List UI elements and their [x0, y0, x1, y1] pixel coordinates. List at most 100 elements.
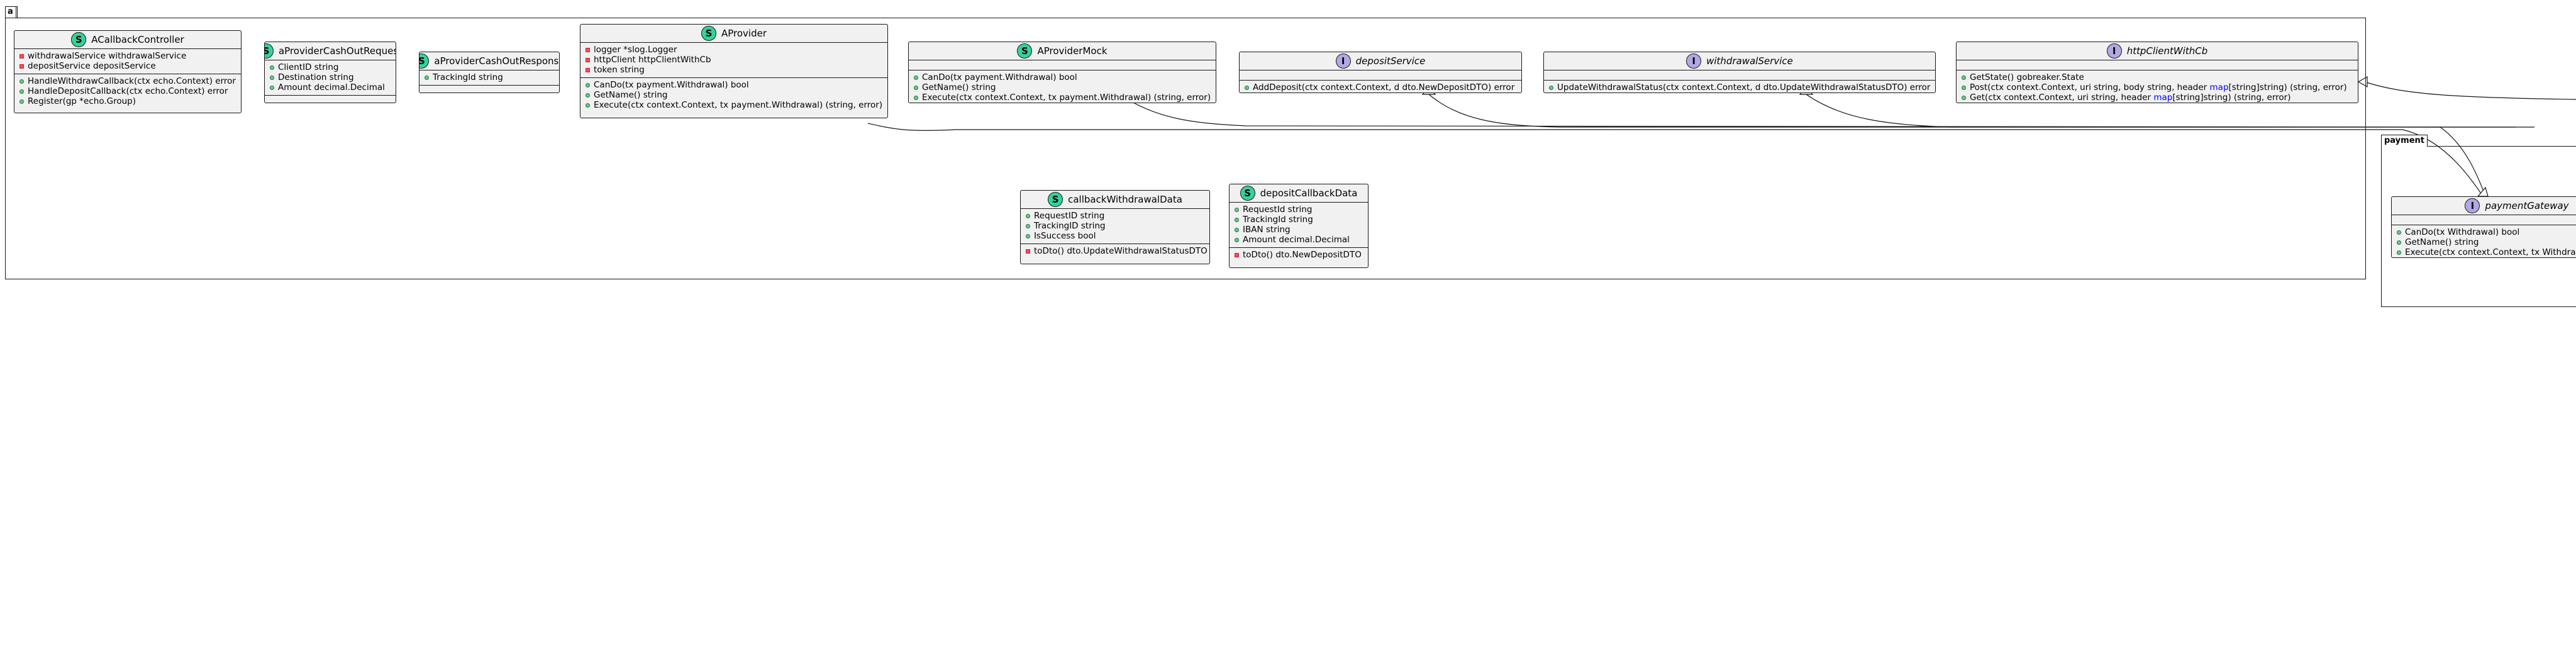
public-visibility-icon: [1962, 75, 1966, 80]
fields-section: [1544, 70, 1935, 80]
field-row: RequestId string: [1235, 205, 1363, 215]
method-row: toDto() dto.UpdateWithdrawalStatusDTO: [1026, 246, 1208, 256]
fields-section: [909, 60, 1216, 70]
struct-badge-icon: S: [419, 53, 430, 69]
field-text: RequestId string: [1243, 205, 1313, 215]
method-text: Execute(ctx context.Context, tx payment.…: [922, 92, 1211, 103]
field-text: Destination string: [278, 72, 354, 82]
signature-part: [string]string) (string, error): [2228, 82, 2347, 92]
method-row: AddDeposit(ctx context.Context, d dto.Ne…: [1245, 82, 1516, 92]
method-text: GetName() string: [594, 90, 668, 100]
public-visibility-icon: [425, 75, 429, 80]
field-text: ClientID string: [278, 62, 339, 72]
signature-part: Post(ctx context.Context, uri string, bo…: [1970, 82, 2210, 92]
method-text: Post(ctx context.Context, uri string, bo…: [1970, 82, 2347, 92]
class-header: SaProviderCashOutRequest: [265, 42, 396, 60]
public-visibility-icon: [19, 99, 24, 104]
public-visibility-icon: [1962, 85, 1966, 90]
private-visibility-icon: [586, 67, 590, 72]
private-visibility-icon: [586, 47, 590, 52]
public-visibility-icon: [1235, 237, 1239, 242]
field-text: Amount decimal.Decimal: [1243, 235, 1350, 245]
method-text: Execute(ctx context.Context, tx payment.…: [594, 100, 883, 110]
field-text: RequestID string: [1034, 211, 1105, 221]
interface-badge-icon: I: [2465, 198, 2480, 213]
public-visibility-icon: [19, 79, 24, 84]
field-text: httpClient httpClientWithCb: [594, 55, 711, 65]
public-visibility-icon: [1026, 233, 1030, 238]
struct-badge-icon: S: [1240, 186, 1255, 201]
edge-httpclient-impl: [2364, 81, 2576, 100]
fields-section: TrackingId string: [419, 70, 559, 85]
field-text: token string: [594, 65, 645, 75]
field-row: logger *slog.Logger: [586, 45, 882, 55]
methods-section: [419, 85, 559, 92]
method-row: GetName() string: [586, 90, 882, 100]
field-row: RequestID string: [1026, 211, 1204, 221]
public-visibility-icon: [270, 65, 274, 70]
method-text: Register(gp *echo.Group): [28, 96, 136, 106]
method-row: GetState() gobreaker.State: [1962, 72, 2353, 82]
method-row: CanDo(tx payment.Withdrawal) bool: [914, 72, 1211, 82]
methods-section: toDto() dto.UpdateWithdrawalStatusDTO: [1021, 244, 1209, 259]
field-row: Amount decimal.Decimal: [270, 82, 391, 92]
private-visibility-icon: [586, 57, 590, 62]
signature-part: Get(ctx context.Context, uri string, hea…: [1970, 92, 2154, 103]
private-visibility-icon: [1026, 249, 1030, 254]
edge-aprovidermock-paymentgateway: [1119, 94, 2486, 197]
field-text: Amount decimal.Decimal: [278, 82, 385, 92]
field-text: TrackingId string: [1243, 215, 1313, 225]
public-visibility-icon: [914, 85, 918, 90]
package-a-label: a: [5, 6, 16, 18]
field-row: withdrawalService withdrawalService: [19, 51, 236, 61]
class-name: aProviderCashOutResponse: [434, 55, 560, 67]
method-row: toDto() dto.NewDepositDTO: [1235, 250, 1363, 260]
field-text: IsSuccess bool: [1034, 231, 1096, 241]
field-text: TrackingID string: [1034, 221, 1106, 231]
class-name: AProviderMock: [1037, 45, 1108, 57]
struct-badge-icon: S: [265, 43, 274, 59]
method-text: Get(ctx context.Context, uri string, hea…: [1970, 92, 2290, 103]
method-text: CanDo(tx payment.Withdrawal) bool: [922, 72, 1077, 82]
class-aprovidercashoutrequest[interactable]: SaProviderCashOutRequestClientID stringD…: [264, 42, 396, 103]
field-text: withdrawalService withdrawalService: [28, 51, 187, 61]
public-visibility-icon: [1235, 207, 1239, 212]
package-a-tab-outline: [5, 6, 18, 18]
method-row: UpdateWithdrawalStatus(ctx context.Conte…: [1549, 82, 1931, 92]
field-text: logger *slog.Logger: [594, 45, 677, 55]
edge-withdrawalservice-impl: [1806, 94, 2534, 128]
public-visibility-icon: [914, 75, 918, 80]
public-visibility-icon: [270, 75, 274, 80]
method-row: Execute(ctx context.Context, tx payment.…: [586, 100, 882, 110]
class-name: paymentGateway: [2485, 200, 2569, 211]
class-name: callbackWithdrawalData: [1068, 194, 1182, 205]
method-text: UpdateWithdrawalStatus(ctx context.Conte…: [1557, 82, 1931, 92]
package-payment-label: payment: [2381, 135, 2428, 147]
method-row: CanDo(tx Withdrawal) bool: [2397, 227, 2576, 237]
struct-badge-icon: S: [71, 32, 87, 47]
class-name: httpClientWithCb: [2126, 45, 2208, 57]
fields-section: [2392, 215, 2576, 225]
field-text: IBAN string: [1243, 225, 1291, 235]
edge-depositservice-impl: [1428, 94, 2516, 128]
field-row: TrackingId string: [425, 72, 554, 82]
keyword-map: map: [2209, 82, 2229, 92]
